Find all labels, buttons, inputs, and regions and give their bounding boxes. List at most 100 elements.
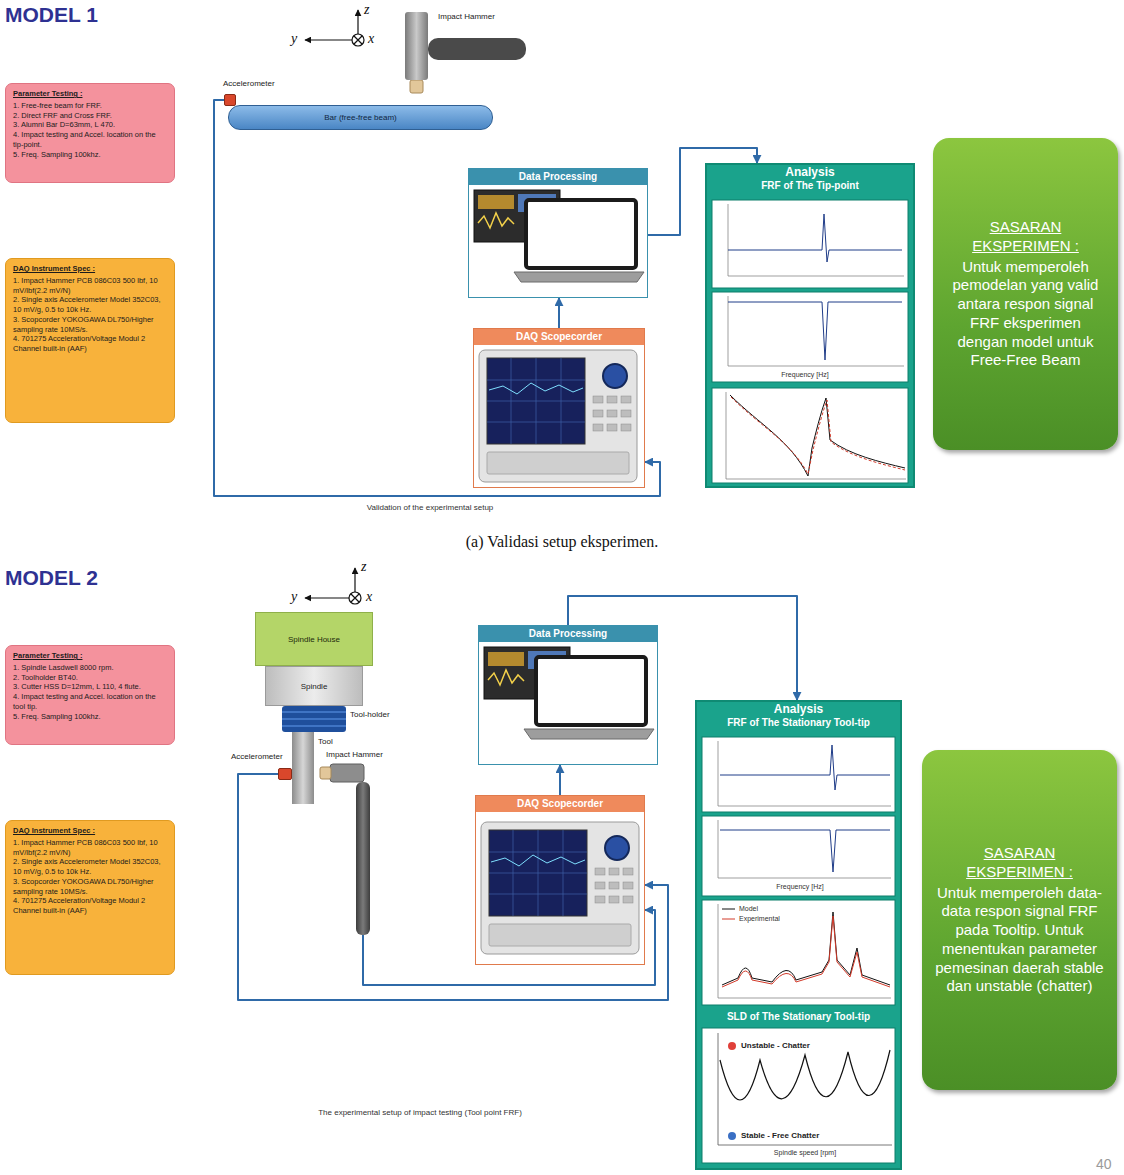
- axis-label: y: [291, 590, 297, 604]
- axis-title: Frequency [Hz]: [775, 883, 824, 891]
- analysis-plots: [728, 302, 902, 360]
- node-heading: DAQ Instrument Spec :: [13, 826, 167, 836]
- analysis-plots: [695, 700, 902, 1170]
- node-text: 3. Cutter HSS D=12mm, L 110, 4 flute.: [13, 682, 167, 692]
- node-text: 2. Single axis Accelerometer Model 352C0…: [13, 295, 167, 315]
- signal-wire: [648, 148, 757, 235]
- label-anchor: y: [291, 590, 297, 604]
- node-heading: Impact Hammer: [438, 12, 495, 21]
- label-anchor: Stable - Free Chatter: [740, 1131, 820, 1140]
- analysis-plots: [702, 737, 895, 812]
- signal-wire: [559, 765, 561, 795]
- label-anchor: Frequency [Hz]: [775, 883, 824, 891]
- spec-box: DAQ Instrument Spec : 1. Impact Hammer PC…: [5, 820, 175, 975]
- node-text: 4. 701275 Acceleration/Voltage Modul 2 C…: [13, 334, 167, 354]
- signal-wire: [568, 596, 797, 700]
- axis-triad: [305, 597, 355, 598]
- analysis-plots: [722, 912, 890, 985]
- label-anchor: Experimental: [738, 915, 781, 923]
- accelerometer-sensor: Accelerometer: [224, 94, 236, 106]
- spindle: Spindle: [265, 666, 363, 706]
- analysis-plots: [718, 820, 891, 878]
- hammer-parts: [330, 764, 364, 782]
- node-heading: Spindle: [301, 682, 328, 691]
- page-number: 40: [1096, 1156, 1112, 1172]
- figure-caption: Validation of the experimental setup: [367, 503, 494, 513]
- node-text: 5. Freq. Sampling 100khz.: [13, 150, 167, 160]
- node-heading: Tool: [318, 737, 333, 746]
- process-box: Data Processing: [468, 168, 648, 298]
- signal-wire: [558, 298, 560, 328]
- node-heading: SASARAN EKSPERIMEN :: [934, 844, 1105, 882]
- analysis-plots: [712, 200, 908, 288]
- label-anchor: (a) Validasi setup eksperimen.: [466, 533, 659, 551]
- node-heading: Tool-holder: [350, 710, 390, 719]
- analysis-plots: [705, 163, 915, 488]
- axis-triad: [349, 592, 361, 604]
- analysis-plots: [705, 163, 915, 488]
- node-heading: DAQ Instrument Spec :: [13, 264, 167, 274]
- axis-triad: [305, 568, 361, 604]
- node-heading: Data Processing: [469, 169, 647, 185]
- node-heading: DAQ Scopecorder: [476, 796, 644, 812]
- axis-triad: [354, 36, 362, 44]
- analysis-plots: [702, 816, 895, 896]
- node-text: 2. Toolholder BT40.: [13, 673, 167, 683]
- node-text: 3. Scopcorder YOKOGAWA DL750/Higher samp…: [13, 315, 167, 335]
- analysis-plots: [728, 1042, 736, 1050]
- hammer-parts: [410, 80, 423, 93]
- axis-triad: [351, 594, 359, 602]
- region-label: Stable - Free Chatter: [740, 1131, 820, 1140]
- label-anchor: Validation of the experimental setup: [367, 503, 494, 513]
- signal-wire: [363, 910, 655, 985]
- hammer-parts: [428, 38, 526, 60]
- label-anchor: z: [361, 560, 366, 574]
- scopecorder-picture: [479, 350, 637, 482]
- label-anchor: MODEL 1: [5, 3, 98, 27]
- node-text: 4. Impact testing and Accel. location on…: [13, 130, 167, 150]
- analysis-panel: AnalysisFRF of The Tip-point: [705, 163, 915, 488]
- axis-triad: [305, 10, 364, 46]
- hammer-parts: [320, 764, 364, 782]
- parameter-box: Parameter Testing : 1. Free-free beam for…: [5, 83, 175, 183]
- impact-hammer: Impact Hammer: [356, 782, 370, 935]
- node-text: 1. Impact Hammer PCB 086C03 500 lbf, 10 …: [13, 276, 167, 296]
- figure-caption: The experimental setup of impact testing…: [318, 1108, 522, 1118]
- analysis-plots: [695, 700, 902, 1170]
- parameter-box: Parameter Testing :1. Spindle Lasdwell 8…: [5, 645, 175, 745]
- signal-wire: [238, 774, 668, 1000]
- spec-box: DAQ Instrument Spec : 1. Impact Hammer PC…: [5, 258, 175, 423]
- analysis-plots: [726, 392, 906, 479]
- analysis-plots: [702, 1028, 895, 1163]
- node-text: 1. Free-free beam for FRF.: [13, 101, 167, 111]
- node-text: 3. Scopcorder YOKOGAWA DL750/Higher samp…: [13, 877, 167, 897]
- analysis-plots: [722, 909, 735, 910]
- axis-title: Frequency [Hz]: [780, 371, 829, 379]
- computer-picture: [474, 190, 644, 282]
- node-text: 2. Direct FRF and Cross FRF.: [13, 111, 167, 121]
- analysis-plots: [728, 214, 902, 262]
- axis-triad: [352, 34, 364, 46]
- node-heading: Analysis: [707, 165, 913, 179]
- label-anchor: x: [366, 590, 372, 604]
- label-anchor: y: [291, 32, 297, 46]
- node-text: 2. Single axis Accelerometer Model 352C0…: [13, 857, 167, 877]
- process-box: Data Processing: [478, 625, 658, 765]
- beam-bar: Bar (free-free beam): [228, 105, 493, 130]
- objective-box: SASARAN EKSPERIMEN :Untuk memperoleh dat…: [922, 750, 1117, 1090]
- hammer-parts: [320, 767, 331, 779]
- axis-label: x: [368, 32, 374, 46]
- accelerometer-sensor: Accelerometer: [278, 768, 292, 780]
- axis-triad: [305, 39, 358, 40]
- figure-caption: (a) Validasi setup eksperimen.: [466, 533, 659, 551]
- cutting-tool: Tool: [292, 732, 314, 804]
- analysis-plots: [722, 916, 890, 987]
- label-anchor: Frequency [Hz]: [780, 371, 829, 379]
- node-text: 1. Impact Hammer PCB 086C03 500 lbf, 10 …: [13, 838, 167, 858]
- analysis-panel: AnalysisFRF of The Stationary Tool-tipSL…: [695, 700, 902, 1170]
- node-heading: Accelerometer: [231, 752, 283, 761]
- node-heading: Parameter Testing :: [13, 89, 167, 99]
- analysis-plots: [712, 388, 908, 483]
- analysis-plots: [720, 830, 890, 872]
